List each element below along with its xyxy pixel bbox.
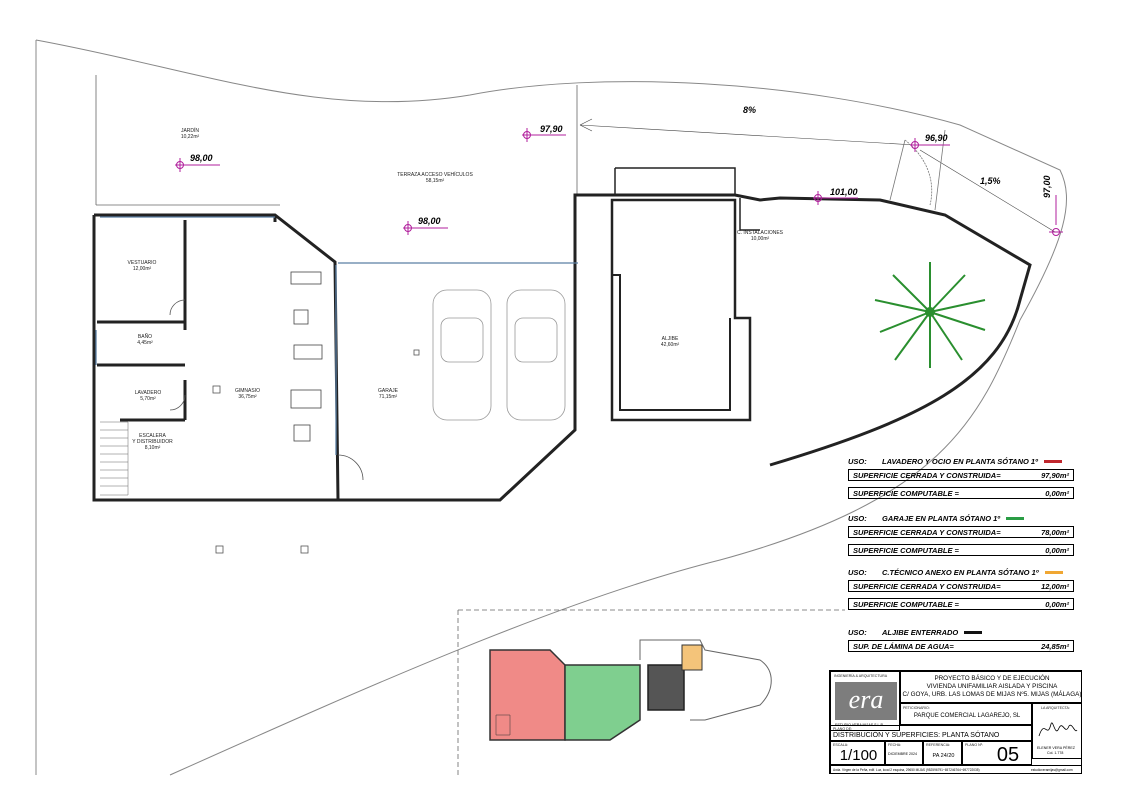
plot-boundary (35, 39, 1067, 776)
uso-row: SUP. DE LÁMINA DE AGUA=24,85m² (848, 640, 1074, 652)
uso-block-aljibe: USO: ALJIBE ENTERRADO SUP. DE LÁMINA DE A… (848, 626, 1074, 652)
uso-row: SUPERFICIE CERRADA Y CONSTRUIDA=78,00m² (848, 526, 1074, 538)
uso-block-lavadero: USO:LAVADERO Y OCIO EN PLANTA SÓTANO 1º … (848, 455, 1074, 499)
uso-label: USO: (848, 567, 867, 577)
surface-key-plan (489, 639, 772, 741)
uso-color-swatch (1006, 516, 1025, 520)
studio-logo-cell: INGENIERÍA & ARQUITECTURA era ESTUDIO VE… (830, 671, 900, 731)
escala-cell: ESCALA: 1/100 (830, 741, 885, 765)
uso-row: SUPERFICIE CERRADA Y CONSTRUIDA=12,00m² (848, 580, 1074, 592)
uso-color-swatch (1044, 570, 1063, 574)
fecha-cell: FECHA: DICIEMBRE 2024 (885, 741, 923, 765)
promotor-cell: PETICIONARIO: PARQUE COMERCIAL LAGAREJO,… (900, 703, 1032, 725)
level-label: 98,00 (190, 153, 213, 163)
uso-row: SUPERFICIE COMPUTABLE =0,00m² (848, 544, 1074, 556)
uso-label: USO: (848, 513, 867, 523)
plano-numero-cell: PLANO Nº: 05 (962, 741, 1032, 765)
parked-cars (432, 289, 566, 421)
slope-label: 8% (743, 105, 757, 115)
uso-title: C.TÉCNICO ANEXO EN PLANTA SÓTANO 1º (882, 567, 1039, 577)
level-label: 97,90 (540, 124, 563, 134)
uso-title: GARAJE EN PLANTA SÓTANO 1º (882, 513, 1001, 523)
uso-row: SUPERFICIE COMPUTABLE =0,00m² (848, 598, 1074, 610)
uso-block-tecnico: USO:C.TÉCNICO ANEXO EN PLANTA SÓTANO 1º … (848, 566, 1074, 610)
level-label: 96,90 (925, 133, 948, 143)
level-label: 98,00 (418, 216, 441, 226)
project-cell: PROYECTO BÁSICO Y DE EJECUCIÓN VIVIENDA … (900, 671, 1082, 703)
uso-row: SUPERFICIE COMPUTABLE =0,00m² (848, 487, 1074, 499)
gym-equipment (290, 271, 323, 442)
referencia-cell: REFERENCIA: PA 24/20 (923, 741, 962, 765)
architect-signature (1038, 722, 1078, 737)
footer-cell: Avda. Virgen de la Peña, edif. Luz, loca… (830, 765, 1082, 774)
plano-de-cell: PLANO DE: DISTRIBUCIÓN Y SUPERFICIES: PL… (830, 725, 1032, 741)
uso-label: USO: (848, 627, 867, 637)
basement-walls (92, 167, 1032, 502)
level-label: 97,00 (1042, 175, 1052, 198)
uso-label: USO: (848, 456, 867, 466)
level-label: 101,00 (830, 187, 858, 197)
uso-color-swatch (1043, 459, 1062, 463)
uso-block-garaje: USO: GARAJE EN PLANTA SÓTANO 1º SUPERFICI… (848, 512, 1074, 556)
level-markers (175, 128, 1063, 236)
architect-cell: LA ARQUITECTA: ELENER VERA PÉREZ Col. 1.… (1032, 703, 1082, 759)
uso-row: SUPERFICIE CERRADA Y CONSTRUIDA=97,90m² (848, 469, 1074, 481)
uso-title: ALJIBE ENTERRADO (882, 627, 959, 637)
uso-color-swatch (964, 630, 983, 634)
slope-label: 1,5% (980, 176, 1001, 186)
vera-logo: era (835, 682, 897, 720)
uso-title: LAVADERO Y OCIO EN PLANTA SÓTANO 1º (882, 456, 1038, 466)
palm-tree (874, 262, 986, 368)
title-block: INGENIERÍA & ARQUITECTURA era ESTUDIO VE… (829, 670, 1082, 774)
